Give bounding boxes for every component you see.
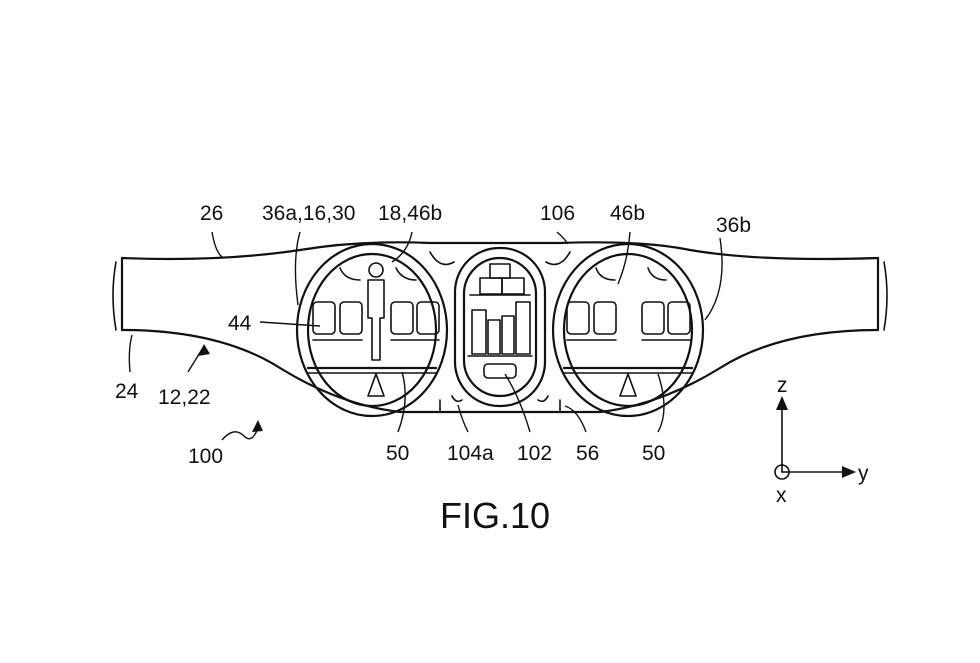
arrowhead-100: [252, 420, 263, 432]
label-102: 102: [517, 442, 552, 465]
label-104a: 104a: [447, 442, 494, 465]
label-36b: 36b: [716, 214, 751, 237]
label-100: 100: [188, 445, 223, 468]
passenger-figure: [367, 262, 385, 361]
coordinate-axes: z y x: [774, 374, 869, 507]
figure-caption: FIG.10: [440, 495, 550, 536]
y-axis-arrowhead: [842, 466, 856, 478]
wing-body-outline: [112, 241, 888, 414]
label-106: 106: [540, 202, 575, 225]
arrowhead-12-22: [198, 344, 210, 356]
center-cargo-compartment: [453, 246, 547, 408]
label-46b: 46b: [610, 202, 645, 225]
axis-label-z: z: [777, 374, 788, 397]
label-18-46b: 18,46b: [378, 202, 442, 225]
label-36a-16-30: 36a,16,30: [262, 202, 355, 225]
axis-label-x: x: [776, 484, 787, 507]
label-24: 24: [115, 380, 139, 403]
label-50-left: 50: [386, 442, 409, 465]
inter-module-structure: [429, 251, 571, 413]
left-passenger-cabin: [295, 242, 449, 418]
arrow-100: [221, 427, 259, 441]
label-50-right: 50: [642, 442, 665, 465]
axis-label-y: y: [858, 462, 869, 485]
right-passenger-cabin: [551, 242, 705, 418]
z-axis-arrowhead: [776, 396, 788, 410]
label-56: 56: [576, 442, 599, 465]
label-44: 44: [228, 312, 252, 335]
label-26: 26: [200, 202, 223, 225]
leader-lines: [128, 231, 723, 433]
label-12-22: 12,22: [158, 386, 211, 409]
